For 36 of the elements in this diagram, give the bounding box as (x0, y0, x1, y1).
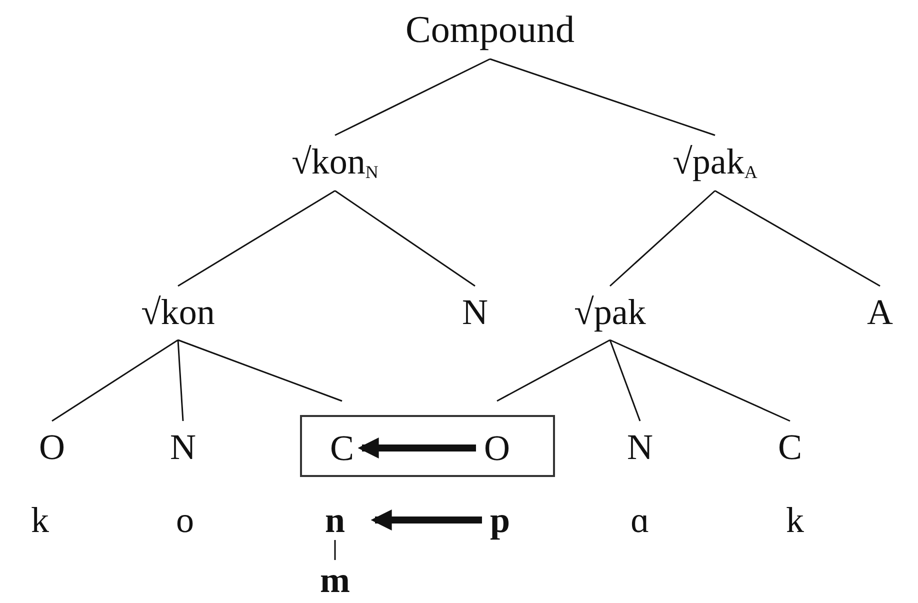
tree-label: m (320, 562, 350, 598)
branch-line (334, 540, 336, 560)
branch-line (490, 58, 716, 136)
tree-label: o (176, 502, 194, 538)
tree-label: n (324, 502, 346, 538)
tree-label: k (31, 502, 49, 538)
tree-label: √kon$_{N}$ (292, 143, 378, 181)
enclosing-frame (300, 415, 555, 477)
tree-label: N (627, 429, 653, 465)
branch-line (177, 340, 184, 422)
branch-line (178, 339, 342, 402)
branch-line (610, 190, 716, 287)
branch-line (178, 190, 336, 287)
tree-label: C (778, 429, 802, 465)
branch-line (496, 339, 610, 402)
tree-label: ɑ (630, 502, 650, 538)
tree-label: √pak (574, 294, 646, 330)
tree-label: N (462, 294, 488, 330)
tree-label: Compound (406, 11, 574, 49)
tree-label: k (786, 502, 804, 538)
tree-label: O (39, 429, 65, 465)
branch-line (334, 58, 490, 136)
tree-label: √kon (141, 294, 215, 330)
tree-label: A (867, 294, 893, 330)
branch-line (609, 340, 641, 422)
tree-label: O (484, 430, 510, 466)
arrow (358, 438, 476, 458)
tree-label: N (170, 429, 196, 465)
tree-label: C (330, 430, 354, 466)
tree-label: p (490, 502, 510, 538)
branch-line (334, 190, 476, 287)
tree-label: √pak$_{A}$ (672, 143, 758, 181)
branch-line (714, 190, 880, 287)
branch-line (610, 339, 790, 422)
arrow (370, 510, 482, 530)
branch-line (52, 339, 178, 422)
